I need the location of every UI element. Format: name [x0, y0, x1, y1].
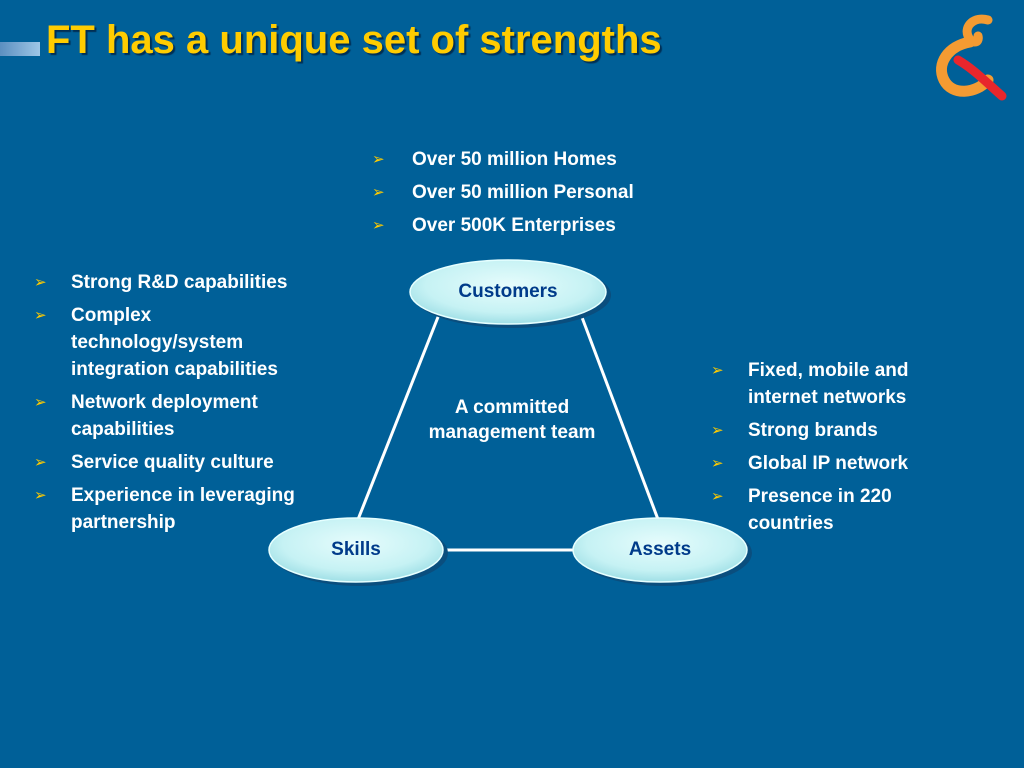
node-customers [409, 259, 611, 328]
list-item: ➢Over 500K Enterprises [372, 212, 712, 239]
arrow-bullet-icon: ➢ [372, 150, 385, 168]
node-skills [268, 517, 448, 586]
arrow-bullet-icon: ➢ [711, 454, 724, 472]
list-item: ➢Service quality culture [34, 449, 309, 476]
arrow-bullet-icon: ➢ [372, 183, 385, 201]
arrow-bullet-icon: ➢ [34, 393, 47, 411]
customers-bullet-list: ➢Over 50 million Homes ➢Over 50 million … [372, 146, 712, 245]
list-item: ➢Experience in leveraging partnership [34, 482, 309, 536]
customers-node-label: Customers [458, 281, 558, 302]
list-item: ➢Strong R&D capabilities [34, 269, 309, 296]
list-item: ➢Complex technology/system integration c… [34, 302, 309, 383]
arrow-bullet-icon: ➢ [34, 306, 47, 324]
arrow-bullet-icon: ➢ [711, 361, 724, 379]
title-accent-bar [0, 42, 40, 56]
arrow-bullet-icon: ➢ [34, 273, 47, 291]
arrow-bullet-icon: ➢ [34, 486, 47, 504]
list-item: ➢Fixed, mobile and internet networks [711, 357, 971, 411]
brand-logo-icon [936, 14, 1007, 101]
arrow-bullet-icon: ➢ [372, 216, 385, 234]
arrow-bullet-icon: ➢ [711, 421, 724, 439]
node-assets [572, 517, 752, 586]
skills-node-label: Skills [331, 539, 381, 560]
arrow-bullet-icon: ➢ [34, 453, 47, 471]
list-item: ➢Over 50 million Personal [372, 179, 712, 206]
list-item: ➢Presence in 220 countries [711, 483, 971, 537]
list-item: ➢Strong brands [711, 417, 971, 444]
assets-node-label: Assets [628, 539, 692, 560]
list-item: ➢Network deployment capabilities [34, 389, 309, 443]
slide-title: FT has a unique set of strengths [46, 18, 662, 62]
list-item: ➢Global IP network [711, 450, 971, 477]
arrow-bullet-icon: ➢ [711, 487, 724, 505]
list-item: ➢Over 50 million Homes [372, 146, 712, 173]
assets-bullet-list: ➢Fixed, mobile and internet networks ➢St… [711, 357, 971, 543]
edge-customers-assets [578, 311, 661, 523]
center-label: A committed management team [428, 397, 596, 443]
edge-customers-skills [355, 311, 442, 523]
skills-bullet-list: ➢Strong R&D capabilities ➢Complex techno… [34, 269, 309, 542]
